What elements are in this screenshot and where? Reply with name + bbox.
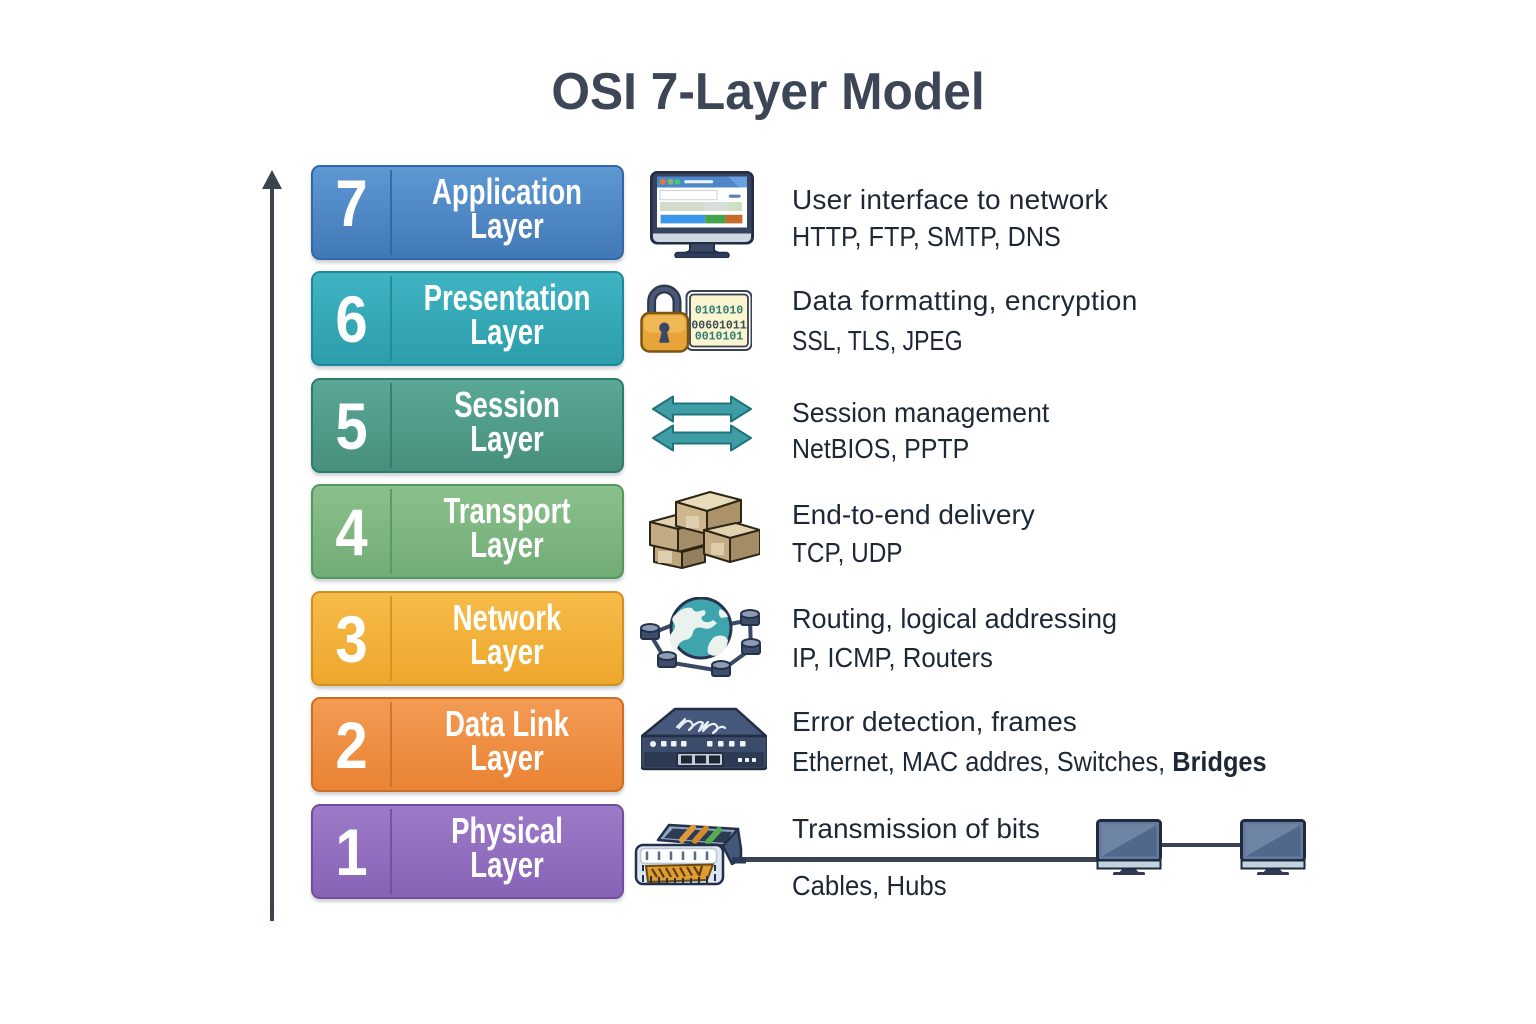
svg-text:0010101: 0010101 (695, 330, 743, 343)
svg-text:00601011: 00601011 (691, 319, 746, 332)
svg-text:0101010: 0101010 (695, 305, 743, 318)
